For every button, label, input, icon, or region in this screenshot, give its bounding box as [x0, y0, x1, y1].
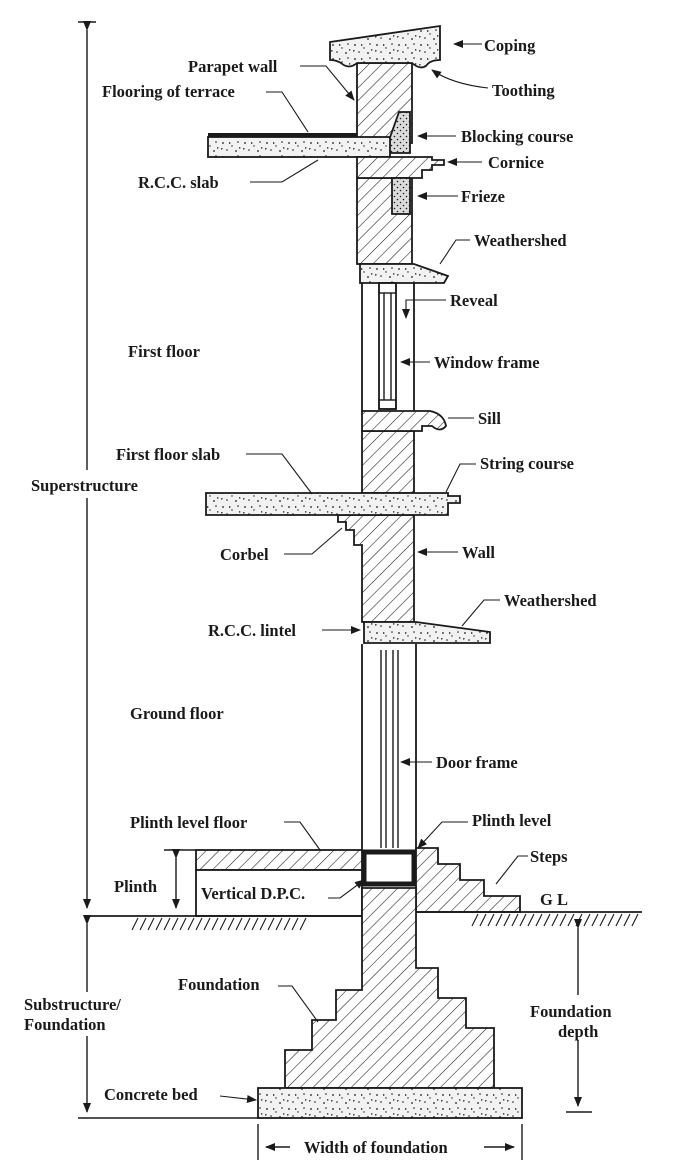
label-foundation-depth-2: depth: [558, 1022, 598, 1041]
label-first-floor: First floor: [128, 342, 200, 361]
label-ground-floor: Ground floor: [130, 704, 224, 723]
foundation-masonry: [284, 887, 495, 1089]
sill: [361, 410, 447, 432]
label-steps: Steps: [530, 847, 568, 866]
leader-lines: [219, 40, 528, 1103]
label-superstructure: Superstructure: [31, 476, 138, 495]
label-concrete-bed: Concrete bed: [104, 1085, 198, 1104]
label-rcc-slab: R.C.C. slab: [138, 173, 219, 192]
width-of-foundation-dimension: [257, 1124, 523, 1160]
label-substructure: Substructure/: [24, 995, 121, 1014]
wall-below-sill: [361, 430, 415, 494]
label-foundation-depth-1: Foundation: [530, 1002, 612, 1021]
labels: Coping Parapet wall Toothing Flooring of…: [24, 36, 612, 1157]
damp-proof-course: [361, 849, 417, 887]
foundation-depth-dimension: [566, 919, 592, 1113]
concrete-bed: [257, 1087, 523, 1119]
plinth-fill: [195, 869, 363, 917]
weathershed-top: [359, 263, 450, 284]
label-gl: G L: [540, 890, 568, 909]
parapet-wall: [356, 62, 413, 144]
label-coping: Coping: [484, 36, 536, 55]
label-weathershed-bottom: Weathershed: [504, 591, 597, 610]
window-frame: [378, 282, 397, 410]
label-toothing: Toothing: [492, 81, 555, 100]
wall-ground-floor: [337, 514, 415, 623]
label-parapet-wall: Parapet wall: [188, 57, 278, 76]
ground-line: [86, 911, 642, 931]
label-plinth: Plinth: [114, 877, 157, 896]
coping: [329, 24, 441, 69]
plinth-level-floor: [195, 849, 363, 871]
label-first-floor-slab: First floor slab: [116, 445, 220, 464]
cornice: [356, 156, 445, 179]
plinth-dimension: [164, 849, 196, 909]
label-plinth-level: Plinth level: [472, 811, 552, 830]
label-cornice: Cornice: [488, 153, 544, 172]
label-blocking-course: Blocking course: [461, 127, 573, 146]
label-wall: Wall: [462, 543, 495, 562]
label-vertical-dpc: Vertical D.P.C.: [201, 884, 305, 903]
label-substructure-foundation: Foundation: [24, 1015, 106, 1034]
label-flooring-of-terrace: Flooring of terrace: [102, 82, 235, 101]
label-window-frame: Window frame: [434, 353, 540, 372]
label-reveal: Reveal: [450, 291, 498, 310]
superstructure-dimension: [78, 21, 96, 909]
label-rcc-lintel: R.C.C. lintel: [208, 621, 296, 640]
label-width-of-foundation: Width of foundation: [304, 1138, 448, 1157]
first-floor-slab: [205, 492, 461, 516]
label-plinth-level-floor: Plinth level floor: [130, 813, 247, 832]
label-sill: Sill: [478, 409, 501, 428]
label-string-course: String course: [480, 454, 574, 473]
steps: [415, 847, 521, 913]
label-frieze: Frieze: [461, 187, 505, 206]
label-foundation: Foundation: [178, 975, 260, 994]
substructure-dimension: [78, 915, 258, 1119]
label-corbel: Corbel: [220, 545, 269, 564]
rcc-lintel-weathershed: [363, 621, 491, 644]
frieze: [391, 177, 411, 215]
label-door-frame: Door frame: [436, 753, 518, 772]
rcc-roof-slab: [207, 133, 391, 158]
label-weathershed-top: Weathershed: [474, 231, 567, 250]
door-frame: [380, 650, 399, 848]
